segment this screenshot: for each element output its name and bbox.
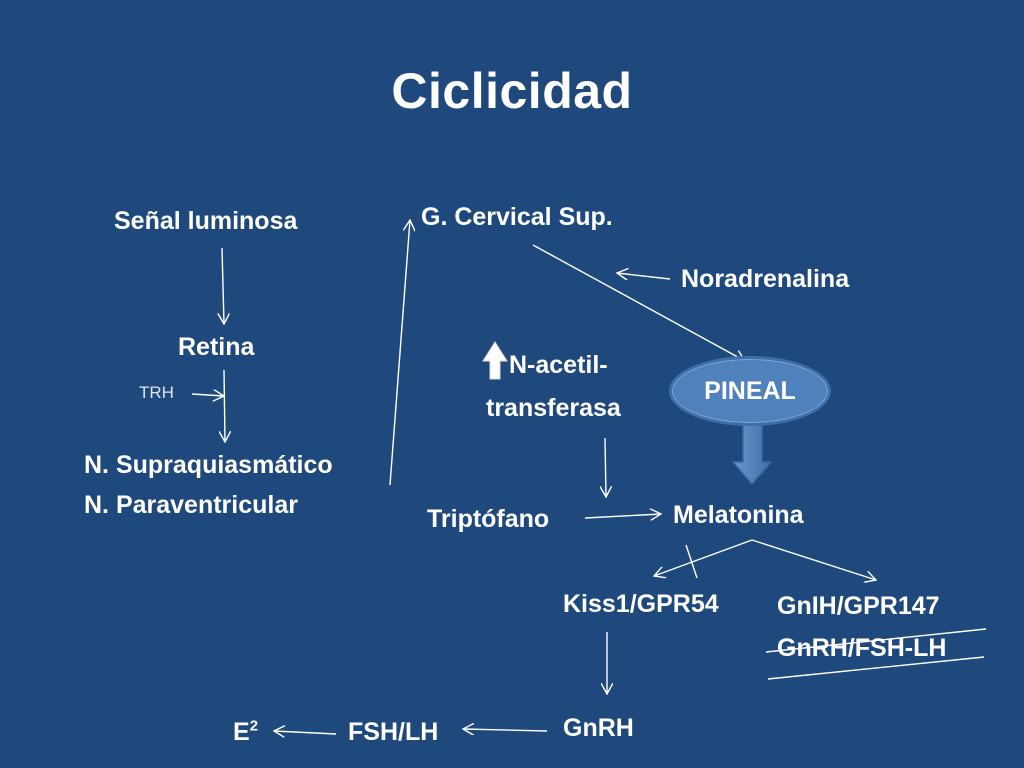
arrow-fshlh-e2 <box>274 731 337 734</box>
arrow-noradrenalina <box>617 273 671 279</box>
up-arrow-icon <box>482 341 508 380</box>
inhibition-tick <box>685 544 698 579</box>
arrow-nacetil-triptofano <box>605 437 606 497</box>
e2-superscript: 2 <box>249 717 259 735</box>
node-gnih-gpr147: GnIH/GPR147 <box>777 592 940 620</box>
node-melatonina: Melatonina <box>673 501 804 529</box>
node-gnrh-fsh-lh-crossed: GnRH/FSH-LH <box>777 634 947 662</box>
node-gnrh: GnRH <box>563 714 634 742</box>
node-trh: TRH <box>139 383 174 402</box>
arrow-nucleus-gcervical <box>389 220 410 486</box>
node-kiss1-gpr54: Kiss1/GPR54 <box>563 590 719 618</box>
arrow-senal-retina <box>222 247 224 324</box>
node-retina: Retina <box>178 333 255 361</box>
e2-base: E <box>233 718 250 746</box>
arrow-retina-nucleus <box>224 369 225 442</box>
node-n-acetil: N-acetil- <box>509 351 608 379</box>
node-senal-luminosa: Señal luminosa <box>114 207 298 235</box>
down-block-arrow-icon <box>731 420 773 486</box>
node-transferasa: transferasa <box>486 394 621 422</box>
crossout-line-2 <box>767 656 985 680</box>
pineal-label: PINEAL <box>704 376 796 405</box>
node-fsh-lh: FSH/LH <box>348 718 439 746</box>
node-pineal: PINEAL <box>669 356 831 426</box>
arrow-melatonina-gnih <box>751 539 876 580</box>
node-e2: E2 <box>233 717 258 748</box>
arrow-triptofano-melatonina <box>584 514 661 518</box>
node-n-paraventricular: N. Paraventricular <box>84 491 298 519</box>
node-g-cervical-sup: G. Cervical Sup. <box>421 203 613 231</box>
node-n-supraquiasmatico: N. Supraquiasmático <box>84 451 333 479</box>
arrow-gcervical-pineal <box>532 244 745 361</box>
crossout-line-1 <box>765 628 987 653</box>
arrow-melatonina-kiss <box>654 539 753 576</box>
arrow-gnrh-fshlh <box>463 729 548 731</box>
slide-title: Ciclicidad <box>391 63 633 119</box>
arrow-trh-retina <box>191 394 224 396</box>
node-triptofano: Triptófano <box>427 505 550 533</box>
node-noradrenalina: Noradrenalina <box>681 265 850 293</box>
